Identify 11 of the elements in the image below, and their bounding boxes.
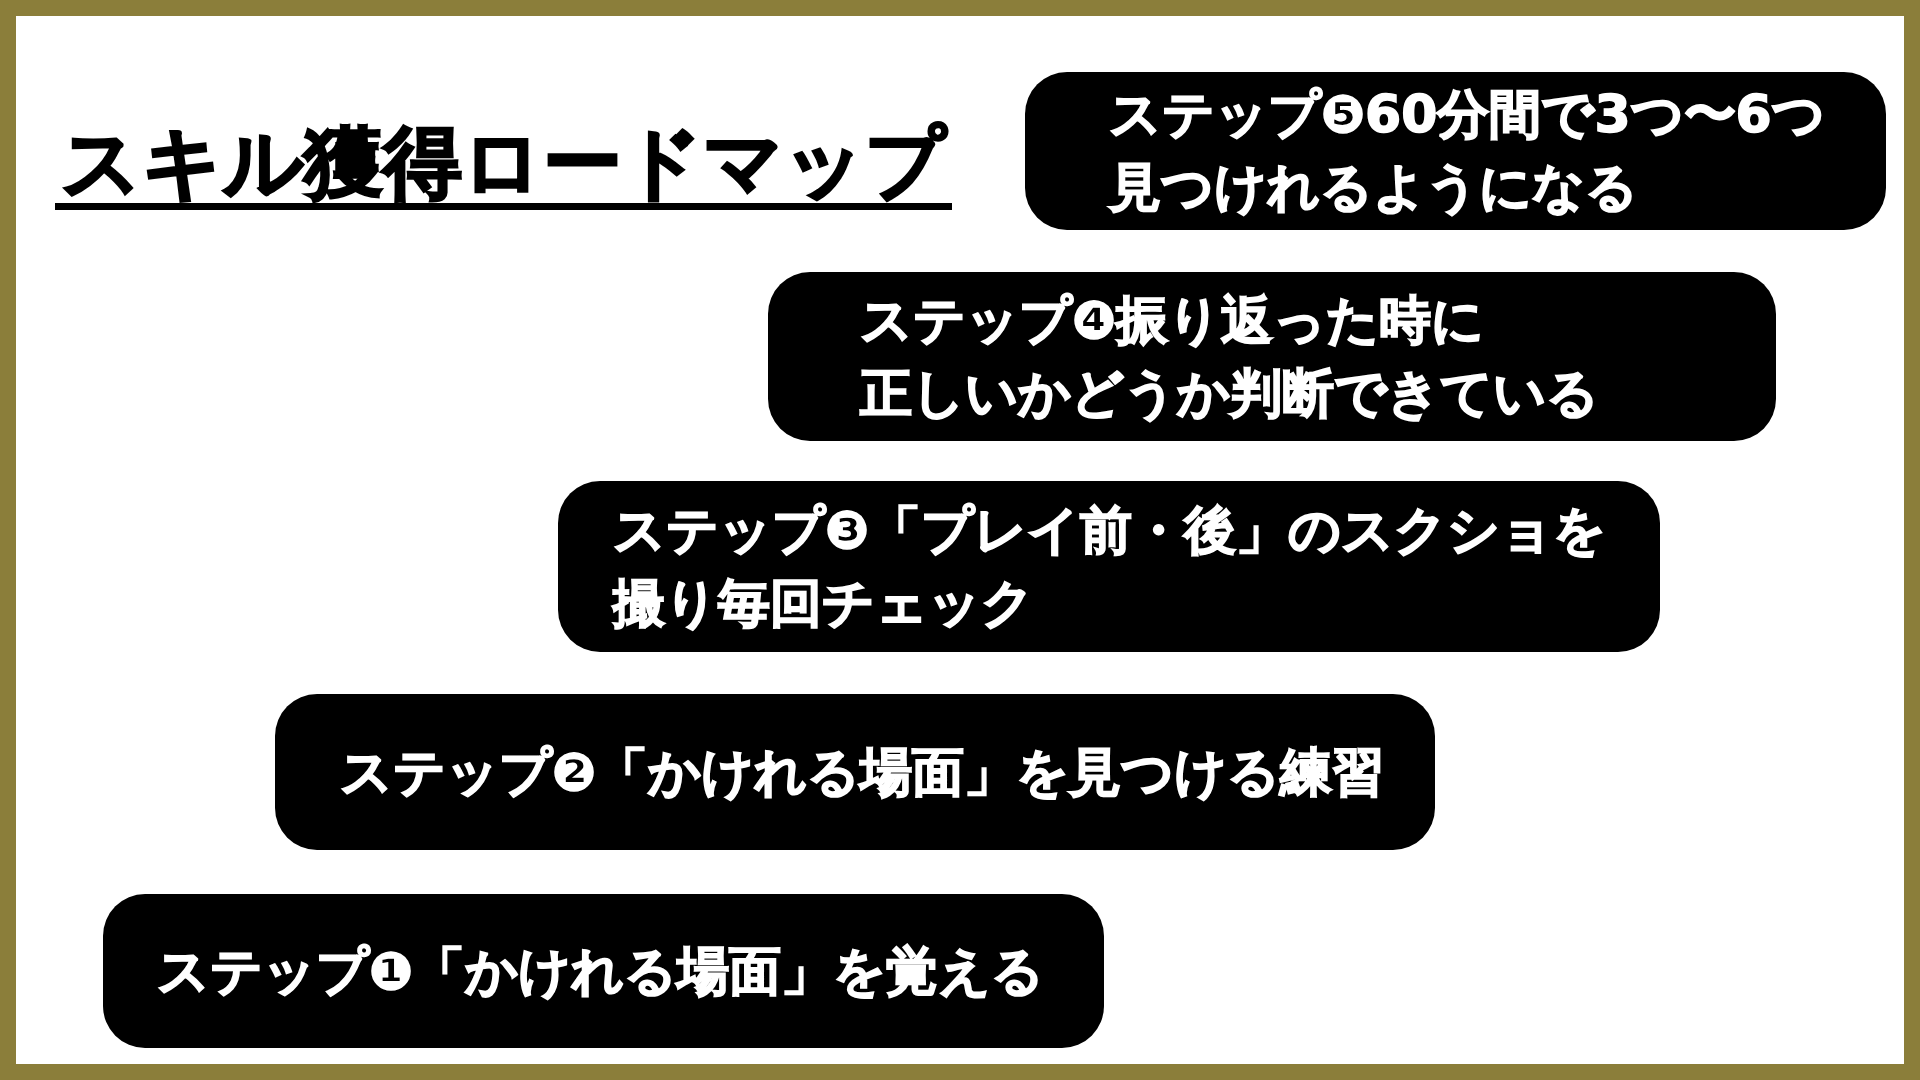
step-box — [275, 694, 1435, 850]
title: スキル獲得ロードマップ — [55, 124, 952, 210]
step-text: ステップ❷「かけれる場面」を見つける練習 — [340, 740, 1385, 804]
step-box — [103, 894, 1104, 1048]
step-text: ステップ❸「プレイ前・後」のスクショを撮り毎回チェック — [613, 498, 1607, 635]
step-box — [1025, 72, 1886, 230]
step-box — [768, 272, 1776, 441]
step-box — [558, 481, 1660, 652]
step-text: ステップ❺60分間で3つ〜6つ見つけれるようになる — [1109, 83, 1825, 219]
step-text: ステップ❶「かけれる場面」を覚える — [157, 939, 1045, 1003]
step-text: ステップ❹振り返った時に正しいかどうか判断できている — [860, 288, 1599, 425]
